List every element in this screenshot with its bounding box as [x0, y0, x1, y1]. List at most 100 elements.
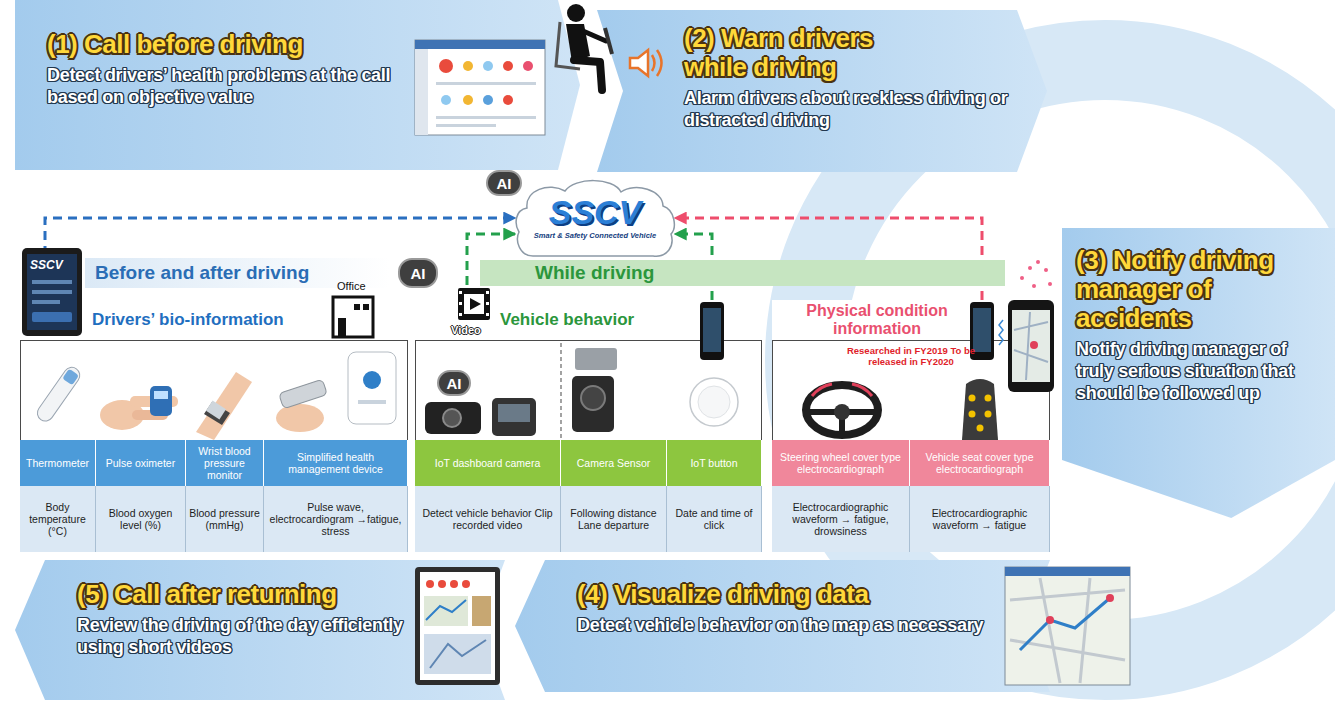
ai-text: AI	[497, 176, 512, 191]
app-screenshot	[463, 61, 473, 71]
text-block: (3) Notify driving manager of accidentsN…	[1074, 246, 1329, 404]
icon-label: Video	[451, 324, 481, 336]
label-slot: SSCV	[30, 259, 63, 272]
smartphone-icon	[970, 302, 994, 360]
review-screenshot	[426, 580, 434, 588]
ai-text: AI	[447, 376, 462, 391]
seat-icon	[962, 379, 998, 440]
step-banner: (4) Visualize driving dataDetect vehicle…	[515, 560, 1050, 692]
video-icon	[486, 291, 489, 294]
app-screenshot	[436, 82, 536, 85]
driver-figure	[583, 31, 606, 41]
text-block: (4) Visualize driving dataDetect vehicle…	[575, 580, 995, 637]
device-column: IoT dashboard cameraDetect vehicle behav…	[415, 440, 561, 552]
alarm-icon	[652, 55, 655, 71]
smartphone-icon	[703, 308, 721, 352]
wrist-monitor-icon	[196, 372, 252, 440]
camera-sensor-icon	[575, 348, 617, 370]
device-name: IoT button	[667, 440, 762, 486]
steering-wheel-icon	[806, 384, 878, 435]
video-icon	[486, 313, 489, 316]
seat-icon	[985, 395, 992, 402]
heading-slot: Drivers’ bio-information	[92, 310, 352, 330]
device-name: Wrist blood pressure monitor	[186, 440, 264, 486]
video-icon	[459, 313, 462, 316]
health-device-icon	[348, 352, 396, 424]
health-device-icon	[363, 371, 381, 389]
review-screenshot	[430, 640, 486, 668]
alarm-icon	[630, 50, 662, 76]
app-screenshot	[523, 61, 533, 71]
smartphone-icon	[700, 302, 724, 360]
pulse-oximeter-icon	[100, 386, 178, 430]
tablet-icon	[32, 300, 60, 304]
device-column: Steering wheel cover type electrocardiog…	[772, 440, 910, 552]
device-name: IoT dashboard camera	[415, 440, 561, 486]
arrow-shape	[1062, 228, 1335, 518]
separator-line	[561, 343, 562, 439]
signal-dots	[1020, 276, 1024, 280]
signal-dots	[1048, 282, 1052, 286]
review-screenshot	[426, 600, 466, 620]
app-screenshot	[415, 40, 545, 49]
device-column: Pulse oximeterBlood oxygen level (%)	[96, 440, 186, 552]
app-screenshot	[441, 95, 451, 105]
heading-slot: Physical condition information	[792, 302, 962, 339]
text-block: (1) Call before drivingDetect drivers’ h…	[45, 30, 410, 108]
thermometer-icon	[34, 364, 83, 424]
map-screenshot	[1020, 598, 1110, 650]
measured-value: Body temperature (°C)	[20, 486, 96, 552]
tablet-icon	[32, 312, 72, 322]
health-device-icon	[276, 404, 324, 432]
video-icon	[486, 302, 489, 305]
device-column: IoT buttonDate and time of click	[667, 440, 762, 552]
step-title: (3) Notify driving manager of accidents	[1074, 246, 1329, 333]
office-icon	[363, 304, 369, 310]
app-screenshot	[483, 95, 493, 105]
measured-value: Electrocardiographic waveform → fatigue,…	[772, 486, 910, 552]
measured-value: Date and time of click	[667, 486, 762, 552]
signal-dots	[1032, 284, 1036, 288]
alarm-icon	[657, 50, 662, 76]
alarm-icon	[630, 50, 648, 76]
app-screenshot	[483, 61, 493, 71]
iot-button-icon	[698, 386, 730, 418]
tablet-icon	[22, 248, 82, 336]
step-title: (5) Call after returning	[75, 580, 405, 609]
measured-value: Blood pressure (mmHg)	[186, 486, 264, 552]
seat-icon	[969, 411, 976, 418]
smartphone-map-icon	[1012, 310, 1050, 382]
text-block: (2) Warn drivers while drivingAlarm driv…	[682, 24, 1012, 131]
driver-figure	[556, 4, 612, 90]
step-title: (2) Warn drivers while driving	[682, 24, 926, 82]
arrow-shape	[15, 560, 505, 700]
panel-note: Researched in FY2019 To be released in F…	[843, 346, 979, 368]
device-name: Simplified health management device	[264, 440, 408, 486]
camera-sensor-icon	[572, 376, 614, 432]
seat-icon	[962, 379, 998, 440]
driver-figure	[574, 60, 602, 90]
device-column: Vehicle seat cover type electrocardiogra…	[910, 440, 1050, 552]
video-icon	[459, 302, 462, 305]
thermometer-icon	[62, 369, 79, 386]
device-name: Thermometer	[20, 440, 96, 486]
panel-title: Physical condition information	[792, 302, 962, 339]
heading-slot: Researched in FY2019 To be released in F…	[843, 346, 979, 368]
ai-text: AI	[411, 266, 426, 281]
thermometer-icon	[34, 364, 83, 424]
review-screenshot	[424, 596, 468, 626]
office-icon	[354, 304, 360, 310]
dashboard-camera-icon	[443, 409, 461, 427]
heading-slot: Vehicle behavior	[500, 310, 700, 330]
cloud-service: SSCVSmart & Safety Connected Vehicle	[515, 178, 675, 258]
seat-icon	[969, 395, 976, 402]
app-screenshot	[415, 49, 428, 135]
health-device-icon	[276, 352, 396, 432]
tablet-icon	[27, 254, 77, 330]
smartphone-map-icon	[1008, 300, 1054, 392]
office-icon	[333, 297, 373, 337]
map-screenshot	[1046, 616, 1054, 624]
place-label: Office	[337, 280, 366, 292]
step-text: Review the driving of the day efficientl…	[75, 615, 405, 658]
panel-title: Drivers’ bio-information	[92, 310, 352, 330]
